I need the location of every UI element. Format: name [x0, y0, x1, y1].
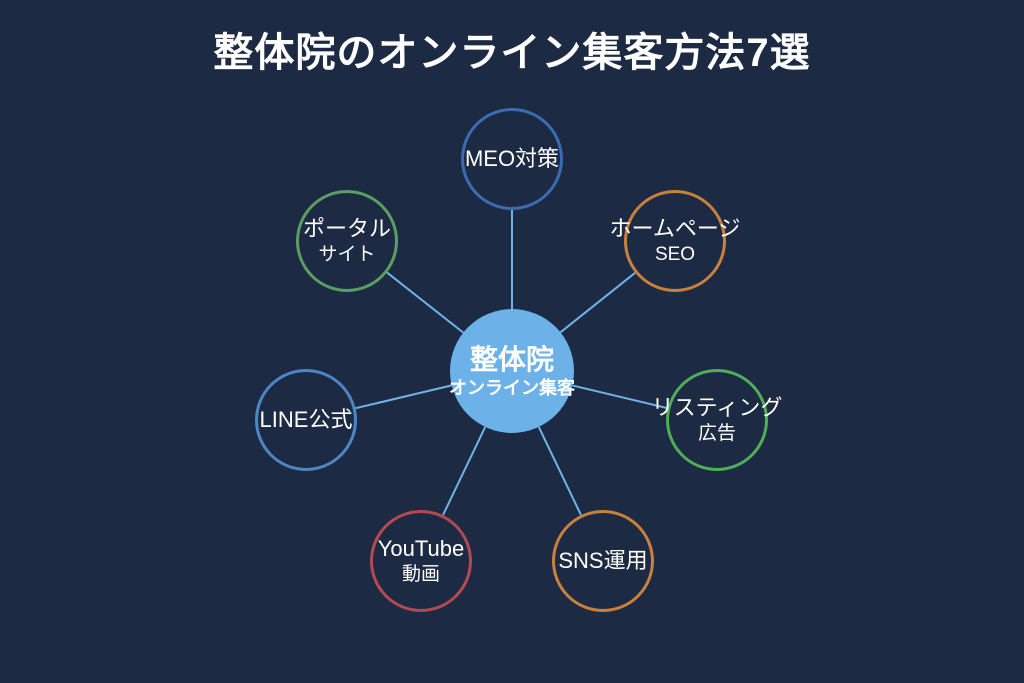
node-label: YouTube	[377, 536, 465, 562]
connector-line	[572, 384, 668, 410]
node-label: サイト	[318, 243, 376, 265]
node-label: 広告	[697, 422, 736, 444]
node-label: MEO対策	[464, 146, 560, 172]
diagram-node-meo-taisaku: MEO対策	[461, 108, 563, 210]
center-label-sub: オンライン集客	[449, 378, 575, 399]
node-label: ポータル	[302, 216, 391, 242]
connector-line	[442, 426, 487, 516]
center-label-main: 整体院	[469, 344, 554, 376]
connector-line	[355, 384, 452, 410]
connector-line	[537, 426, 582, 516]
connector-line	[386, 271, 464, 334]
node-label: LINE公式	[259, 407, 353, 433]
node-label: リスティング	[651, 395, 783, 421]
connector-line	[559, 272, 636, 334]
diagram-node-sns-unyo: SNS運用	[552, 510, 654, 612]
center-node: 整体院 オンライン集客	[449, 309, 575, 433]
diagram-node-line-koshiki: LINE公式	[255, 369, 357, 471]
diagram-node-portal-site: ポータルサイト	[296, 190, 398, 292]
node-label: ホームページ	[609, 216, 741, 242]
node-label: 動画	[401, 563, 440, 585]
node-label: SNS運用	[558, 548, 648, 574]
page-title: 整体院のオンライン集客方法7選	[213, 31, 811, 75]
node-label: SEO	[654, 243, 696, 265]
diagram-node-listing-ad: リスティング広告	[652, 369, 782, 471]
